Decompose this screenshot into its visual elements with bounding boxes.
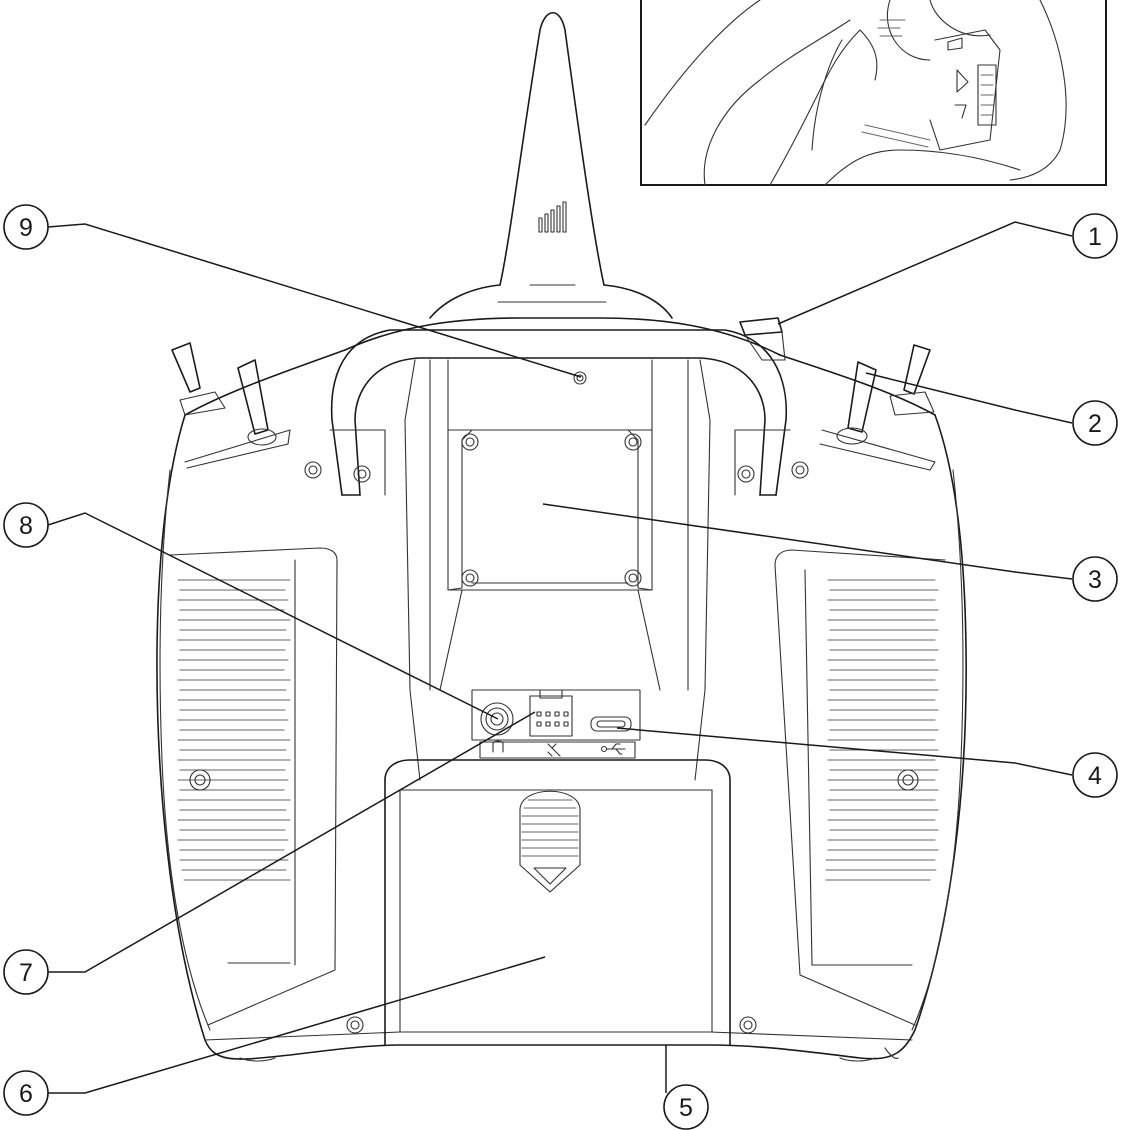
antenna	[429, 11, 673, 319]
callout-4: 4	[1072, 752, 1118, 798]
center-panel	[404, 359, 711, 781]
leader-line-8	[47, 512, 499, 720]
trainer-port	[529, 689, 573, 737]
callout-1-number: 1	[1088, 223, 1102, 251]
leader-line-9	[47, 223, 582, 378]
carry-handle	[329, 329, 791, 496]
callout-7: 7	[3, 949, 49, 995]
top-button	[739, 317, 786, 361]
callout-9: 9	[3, 204, 49, 250]
leader-line-2	[865, 372, 1073, 424]
usb-port	[590, 716, 632, 732]
left-grip	[169, 461, 364, 1034]
callout-7-number: 7	[19, 959, 33, 987]
usb-icon	[600, 743, 626, 755]
transmitter-body	[156, 317, 967, 1062]
callout-2: 2	[1072, 400, 1118, 446]
callout-4-number: 4	[1088, 762, 1102, 790]
left-switches	[171, 342, 291, 469]
battery-door	[384, 759, 731, 1046]
right-grip	[739, 461, 946, 1034]
callout-9-number: 9	[19, 214, 33, 242]
headphone-jack	[480, 702, 514, 736]
leader-line-6	[48, 956, 546, 1094]
callout-3-number: 3	[1088, 566, 1102, 594]
trainer-port-icon	[547, 743, 561, 757]
headphone-icon	[492, 740, 504, 753]
leader-line-4	[616, 727, 1073, 776]
callout-2-number: 2	[1088, 410, 1102, 438]
leader-lines	[47, 221, 1073, 1094]
callout-8-number: 8	[19, 512, 33, 540]
callout-8: 8	[3, 502, 49, 548]
leader-line-3	[542, 503, 1073, 580]
callout-6: 6	[3, 1070, 49, 1116]
callout-5: 5	[663, 1084, 709, 1130]
battery-door-latch	[519, 790, 581, 893]
antenna-signal-icon	[538, 201, 567, 233]
battery-install-inset	[640, 0, 1107, 186]
port-panel	[471, 689, 641, 759]
callout-1: 1	[1072, 213, 1118, 259]
callout-3: 3	[1072, 556, 1118, 602]
leader-line-1	[777, 221, 1073, 325]
callout-5-number: 5	[679, 1094, 693, 1122]
leader-line-7	[48, 711, 536, 973]
callout-6-number: 6	[19, 1080, 33, 1108]
right-switches	[819, 344, 936, 471]
